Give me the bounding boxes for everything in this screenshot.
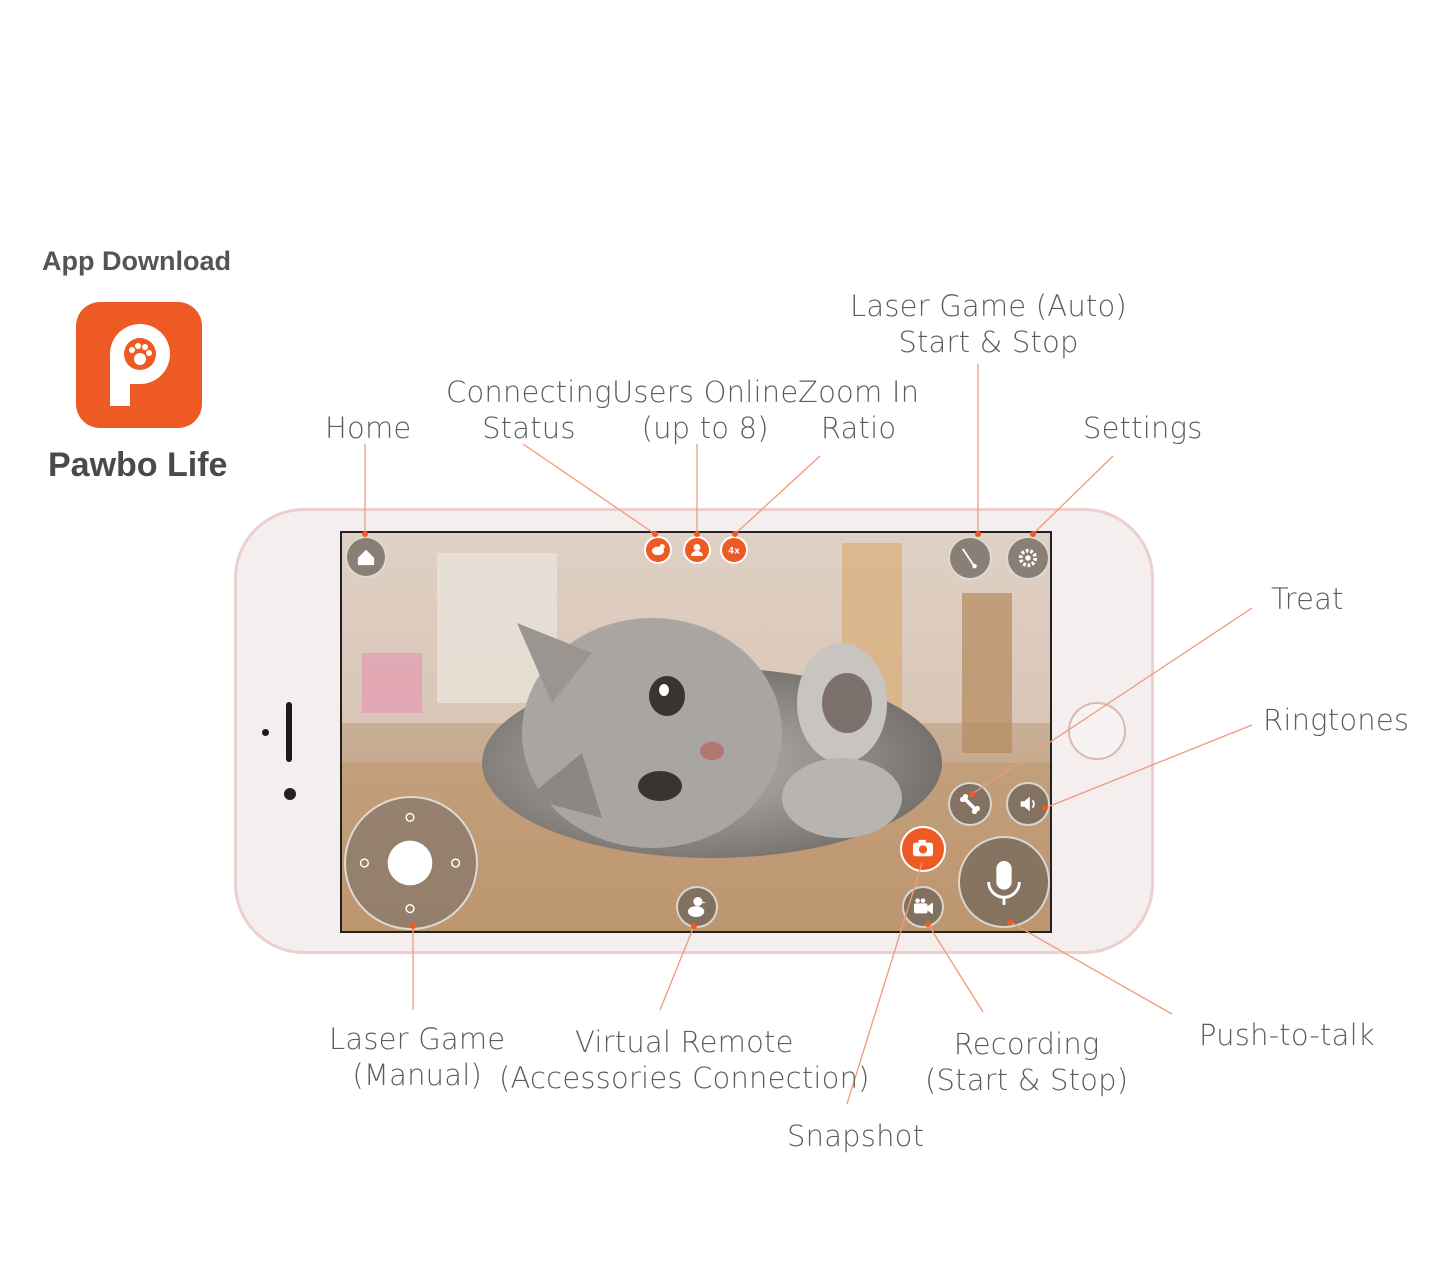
- microphone-icon: [987, 860, 1021, 905]
- laser-pointer-icon: [961, 548, 977, 569]
- laser-auto-button[interactable]: [948, 536, 992, 580]
- label-remote-line2: (Accessories Connection): [499, 1061, 870, 1095]
- phone-sensor: [262, 729, 269, 736]
- label-connecting-line1: Connecting: [446, 375, 612, 409]
- label-users-line2: (up to 8): [641, 411, 769, 445]
- joystick-icon: [359, 812, 461, 914]
- label-laser-auto-line2: Start & Stop: [898, 325, 1079, 359]
- label-recording-line1: Recording: [953, 1027, 1100, 1061]
- svg-text:4x: 4x: [728, 546, 740, 556]
- treat-button[interactable]: [948, 782, 992, 826]
- push-to-talk-button[interactable]: [958, 836, 1050, 928]
- label-connecting-line2: Status: [482, 411, 576, 445]
- zoom-ratio-badge[interactable]: 4x: [720, 536, 748, 564]
- users-online-indicator: [683, 536, 711, 564]
- label-users-online: Users Online (up to 8): [612, 374, 798, 446]
- label-recording: Recording (Start & Stop): [925, 1026, 1128, 1098]
- pawbo-app-icon[interactable]: [76, 302, 202, 428]
- virtual-remote-button[interactable]: [676, 886, 718, 928]
- recording-button[interactable]: [902, 886, 944, 928]
- label-laser-auto-line1: Laser Game (Auto): [850, 289, 1127, 323]
- label-ringtones: Ringtones: [1263, 703, 1410, 737]
- camera-icon: [912, 839, 934, 857]
- label-connecting-status: Connecting Status: [446, 374, 612, 446]
- phone-home-button[interactable]: [1068, 702, 1126, 760]
- home-button[interactable]: [345, 536, 387, 578]
- snapshot-button[interactable]: [900, 826, 946, 872]
- label-laser-manual-line2: (Manual): [352, 1058, 482, 1092]
- phone-speaker: [286, 702, 292, 762]
- pawbo-p-logo-icon: [110, 324, 170, 406]
- users-online-icon: [691, 544, 703, 556]
- label-recording-line2: (Start & Stop): [925, 1063, 1129, 1097]
- laser-manual-joystick[interactable]: [344, 796, 478, 930]
- app-name: Pawbo Life: [48, 446, 228, 484]
- app-download-label: App Download: [42, 246, 231, 276]
- label-laser-manual-line1: Laser Game: [329, 1022, 506, 1056]
- connecting-status-indicator: [644, 536, 672, 564]
- video-camera-icon: [913, 898, 933, 915]
- label-settings: Settings: [1083, 411, 1203, 445]
- zoom-icon: 4x: [728, 546, 740, 556]
- label-remote-line1: Virtual Remote: [575, 1025, 794, 1059]
- label-snapshot: Snapshot: [787, 1119, 925, 1153]
- label-laser-auto: Laser Game (Auto) Start & Stop: [850, 288, 1127, 360]
- label-virtual-remote: Virtual Remote (Accessories Connection): [499, 1024, 870, 1096]
- gear-icon: [1018, 548, 1038, 568]
- label-zoom-line2: Ratio: [820, 411, 897, 445]
- label-home: Home: [325, 411, 412, 445]
- label-push-to-talk: Push-to-talk: [1199, 1018, 1375, 1052]
- settings-button[interactable]: [1006, 536, 1050, 580]
- ringtones-button[interactable]: [1006, 782, 1050, 826]
- speaker-icon: [1020, 796, 1035, 812]
- label-laser-manual: Laser Game (Manual): [329, 1021, 505, 1093]
- label-users-line1: Users Online: [612, 375, 799, 409]
- label-zoom-ratio: Zoom In Ratio: [798, 374, 919, 446]
- home-icon: [357, 549, 375, 566]
- connecting-status-icon: [652, 544, 665, 556]
- phone-front-camera: [284, 788, 296, 800]
- label-treat: Treat: [1271, 582, 1344, 616]
- duck-icon: [687, 897, 707, 917]
- label-zoom-line1: Zoom In: [798, 375, 920, 409]
- bone-icon: [960, 794, 980, 814]
